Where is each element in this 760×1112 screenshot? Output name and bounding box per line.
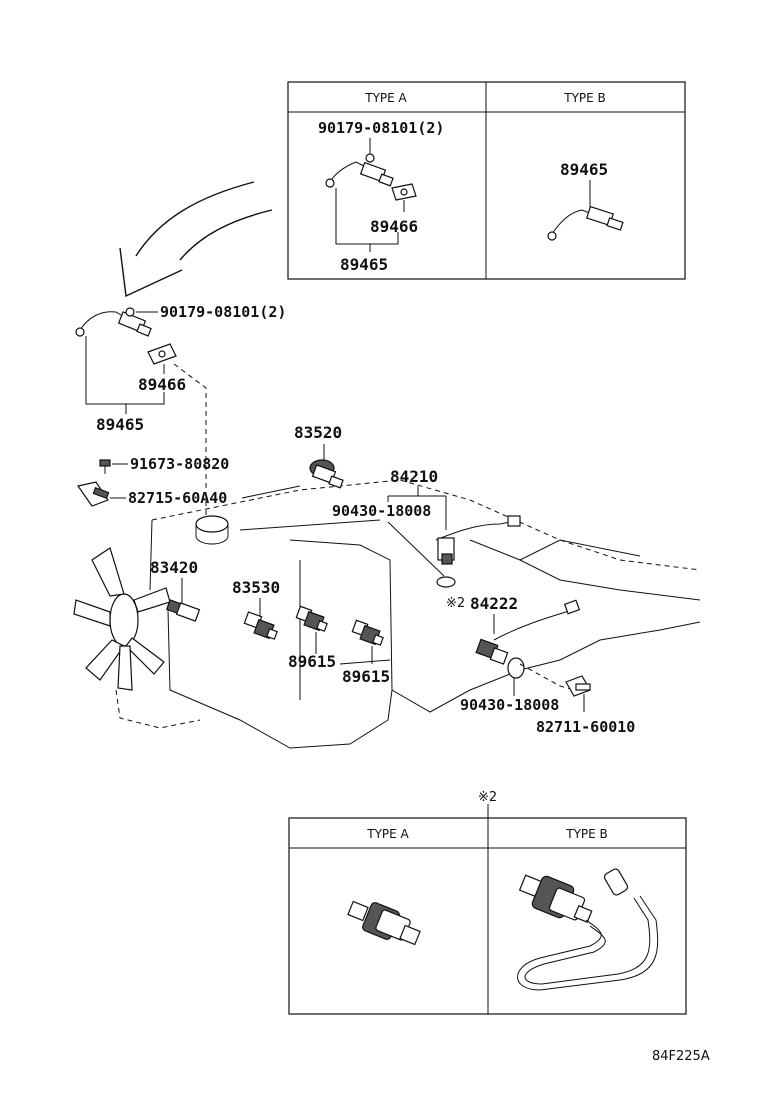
bottom-type-b-header: TYPE B	[565, 827, 608, 841]
sensor-83530-group: 83530	[232, 578, 280, 640]
clamp-label: 82711-60010	[536, 718, 635, 736]
clamp-icon	[565, 675, 591, 697]
left-bolt-label: 90179-08101(2)	[160, 303, 286, 321]
bolt-91673-group: 91673-80820	[99, 455, 229, 474]
bottom-type-a-header: TYPE A	[366, 827, 409, 841]
top-b-oxygen-sensor-icon	[547, 205, 624, 241]
top-a-bolt-icon	[365, 153, 375, 163]
connector-82715-group: 82715-60A40	[76, 481, 301, 507]
figure-code: 84F225A	[652, 1049, 710, 1064]
sensor-89615-a-icon	[295, 605, 328, 632]
left-gasket-icon	[147, 343, 177, 365]
switch-83520-label: 83520	[294, 423, 342, 442]
top-a-oxygen-sensor-icon	[325, 161, 394, 188]
bottom-inset-table: ※2 TYPE A TYPE B	[288, 790, 687, 1015]
gasket-ring-top-icon	[436, 576, 456, 588]
temp-sensor-84210-icon	[435, 515, 521, 565]
connector-icon	[76, 481, 110, 507]
sensor-84222-group: ※2 84222 90430-18008 82711-60010	[446, 594, 635, 736]
sensor-83420-label: 83420	[150, 558, 198, 577]
gasket-90430-bottom-label: 90430-18008	[460, 696, 559, 714]
sensor-83530-label: 83530	[232, 578, 280, 597]
gasket-ring-bottom-icon	[507, 657, 525, 679]
top-a-bolt-label: 90179-08101(2)	[318, 119, 444, 137]
sensor-84210-label: 84210	[390, 467, 438, 486]
top-type-a-header: TYPE A	[364, 91, 407, 105]
temp-sensor-84222-icon	[475, 599, 581, 665]
knock-sensor-icon	[309, 459, 344, 489]
left-bolt-icon	[125, 307, 135, 317]
connector-82715-label: 82715-60A40	[128, 489, 227, 507]
sensor-89615-b-label: 89615	[342, 667, 390, 686]
left-sensor-label: 89465	[96, 415, 144, 434]
switch-83520-group: 83520	[294, 423, 344, 489]
engine-outline	[115, 479, 701, 749]
bottom-type-b-sensor-icon	[517, 868, 659, 991]
gasket-90430-top-label: 90430-18008	[332, 502, 431, 520]
ref-mark-main: ※2	[446, 596, 465, 611]
sensor-89615-b-group: 89615	[339, 619, 390, 686]
top-a-gasket-label: 89466	[370, 217, 418, 236]
top-a-gasket-icon	[391, 183, 417, 201]
left-oxygen-sensor-icon	[75, 311, 152, 337]
oil-pressure-switch-icon	[243, 611, 278, 640]
sensor-89615-a-group: 89615	[288, 605, 336, 671]
sensor-84222-label: 84222	[470, 594, 518, 613]
left-sensor-group: 90179-08101(2) 89466 89465	[75, 303, 286, 520]
left-gasket-label: 89466	[138, 375, 186, 394]
sensor-89615-b-icon	[351, 619, 384, 646]
sensor-84210-group: 84210 90430-18008	[332, 467, 521, 588]
top-b-sensor-label: 89465	[560, 160, 608, 179]
bottom-type-a-sensor-icon	[347, 900, 421, 946]
top-inset-table: TYPE A TYPE B 90179-08101(2) 89466 89465…	[287, 81, 686, 280]
callout-arrow-icon	[119, 181, 273, 298]
fan-icon	[73, 547, 171, 691]
temp-sensor-83420-icon	[165, 599, 201, 622]
top-a-sensor-label: 89465	[340, 255, 388, 274]
sensor-89615-a-label: 89615	[288, 652, 336, 671]
small-bolt-icon	[99, 459, 111, 474]
sensor-83420-group: 83420	[150, 558, 201, 622]
bolt-91673-label: 91673-80820	[130, 455, 229, 473]
ref-mark-bottom: ※2	[478, 790, 497, 805]
top-type-b-header: TYPE B	[563, 91, 606, 105]
oil-cap-icon	[195, 515, 229, 533]
